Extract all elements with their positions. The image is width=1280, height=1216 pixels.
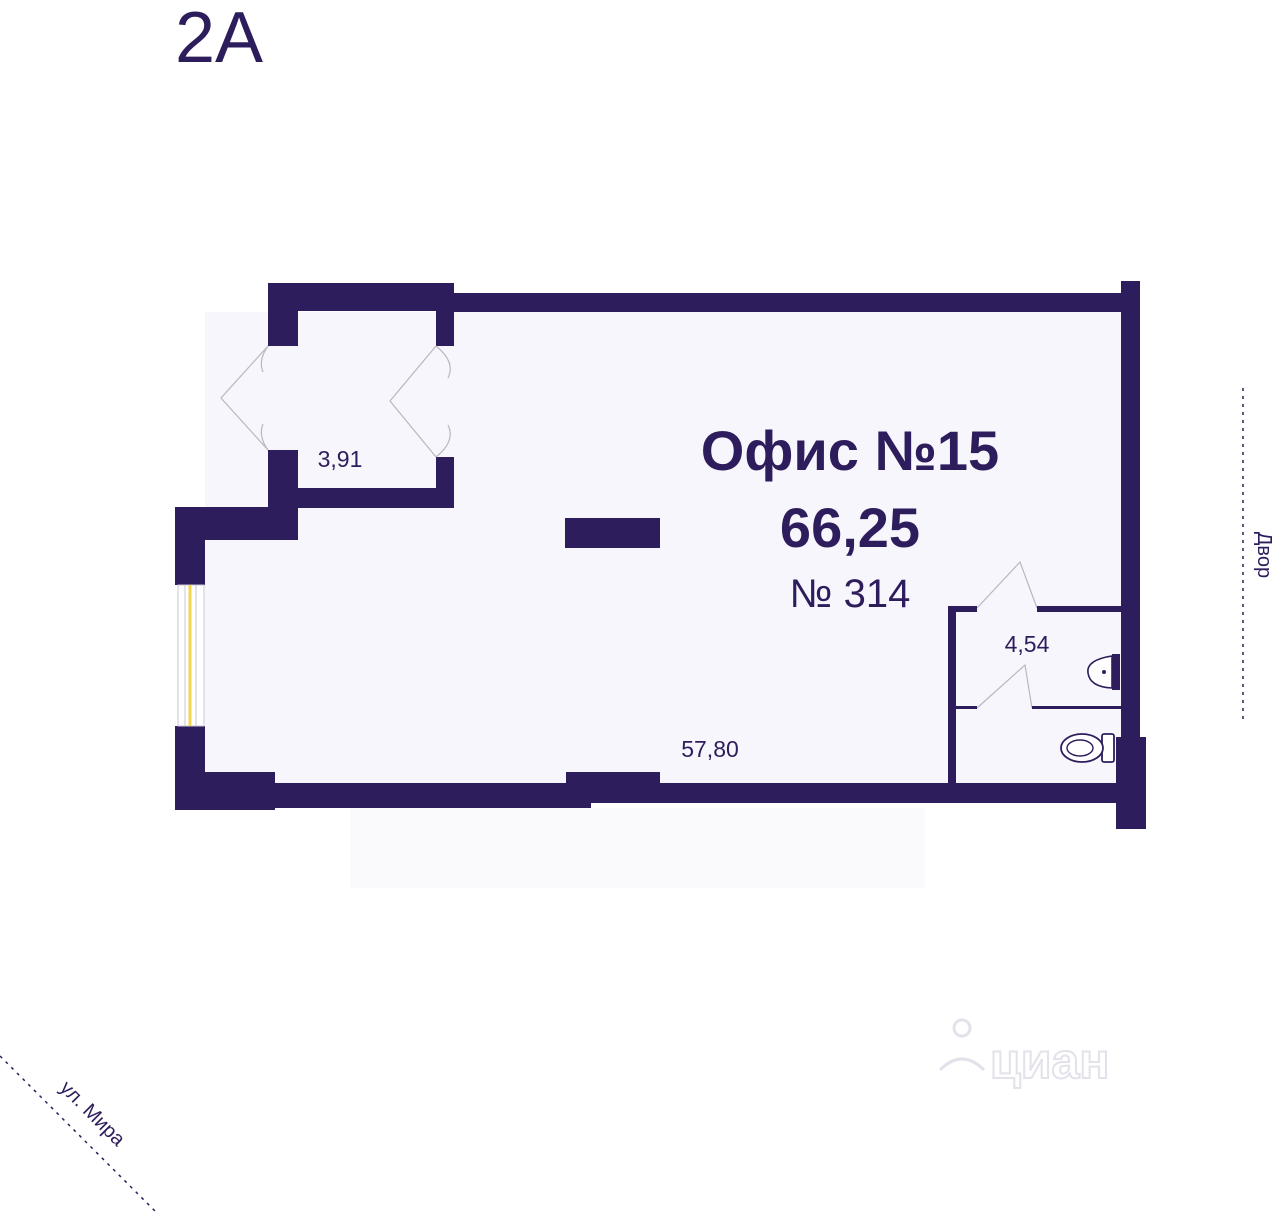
sink-icon [1087,654,1120,690]
wc-wall-left [948,608,956,785]
door-vestibule-inner [389,345,437,458]
office-number: № 314 [790,572,911,616]
wc-partition-right [1032,706,1123,709]
office-title: Офис №15 [701,419,999,482]
doors [220,345,1038,709]
wall-right [1121,281,1140,751]
window [177,584,205,727]
door-wc [976,560,1038,609]
column [565,518,660,548]
watermark-text: циан [990,1033,1109,1089]
wc-partition-left [956,706,977,709]
room-area-wc: 4,54 [1005,631,1050,657]
floor-fill [205,312,1123,888]
room-area-main: 57,80 [681,736,739,762]
wall-left-upper [175,507,205,585]
wall-top [436,293,1124,312]
door-vestibule-left [220,345,269,451]
street-line [0,1055,159,1215]
office-total-area: 66,25 [780,496,920,559]
wall-vestibule-right-top [436,283,454,346]
section-label: 2A [175,0,263,78]
wc-wall-top-left [948,606,977,612]
door-wc-inner [976,663,1033,709]
room-area-vestibule: 3,91 [318,446,363,472]
walls [175,281,1146,829]
wall-vestibule-bottom [298,488,454,508]
street-label: ул. Мира [55,1077,129,1151]
wall-bottom-1 [175,783,591,808]
yard-label: Двор [1253,532,1275,578]
watermark: циан [938,1018,1110,1090]
wall-bottom-2 [566,783,1122,803]
wc-wall-top-right [1037,606,1123,612]
wall-vestibule-top [268,283,454,311]
toilet-icon [1060,733,1115,763]
wc-walls [948,606,1123,785]
